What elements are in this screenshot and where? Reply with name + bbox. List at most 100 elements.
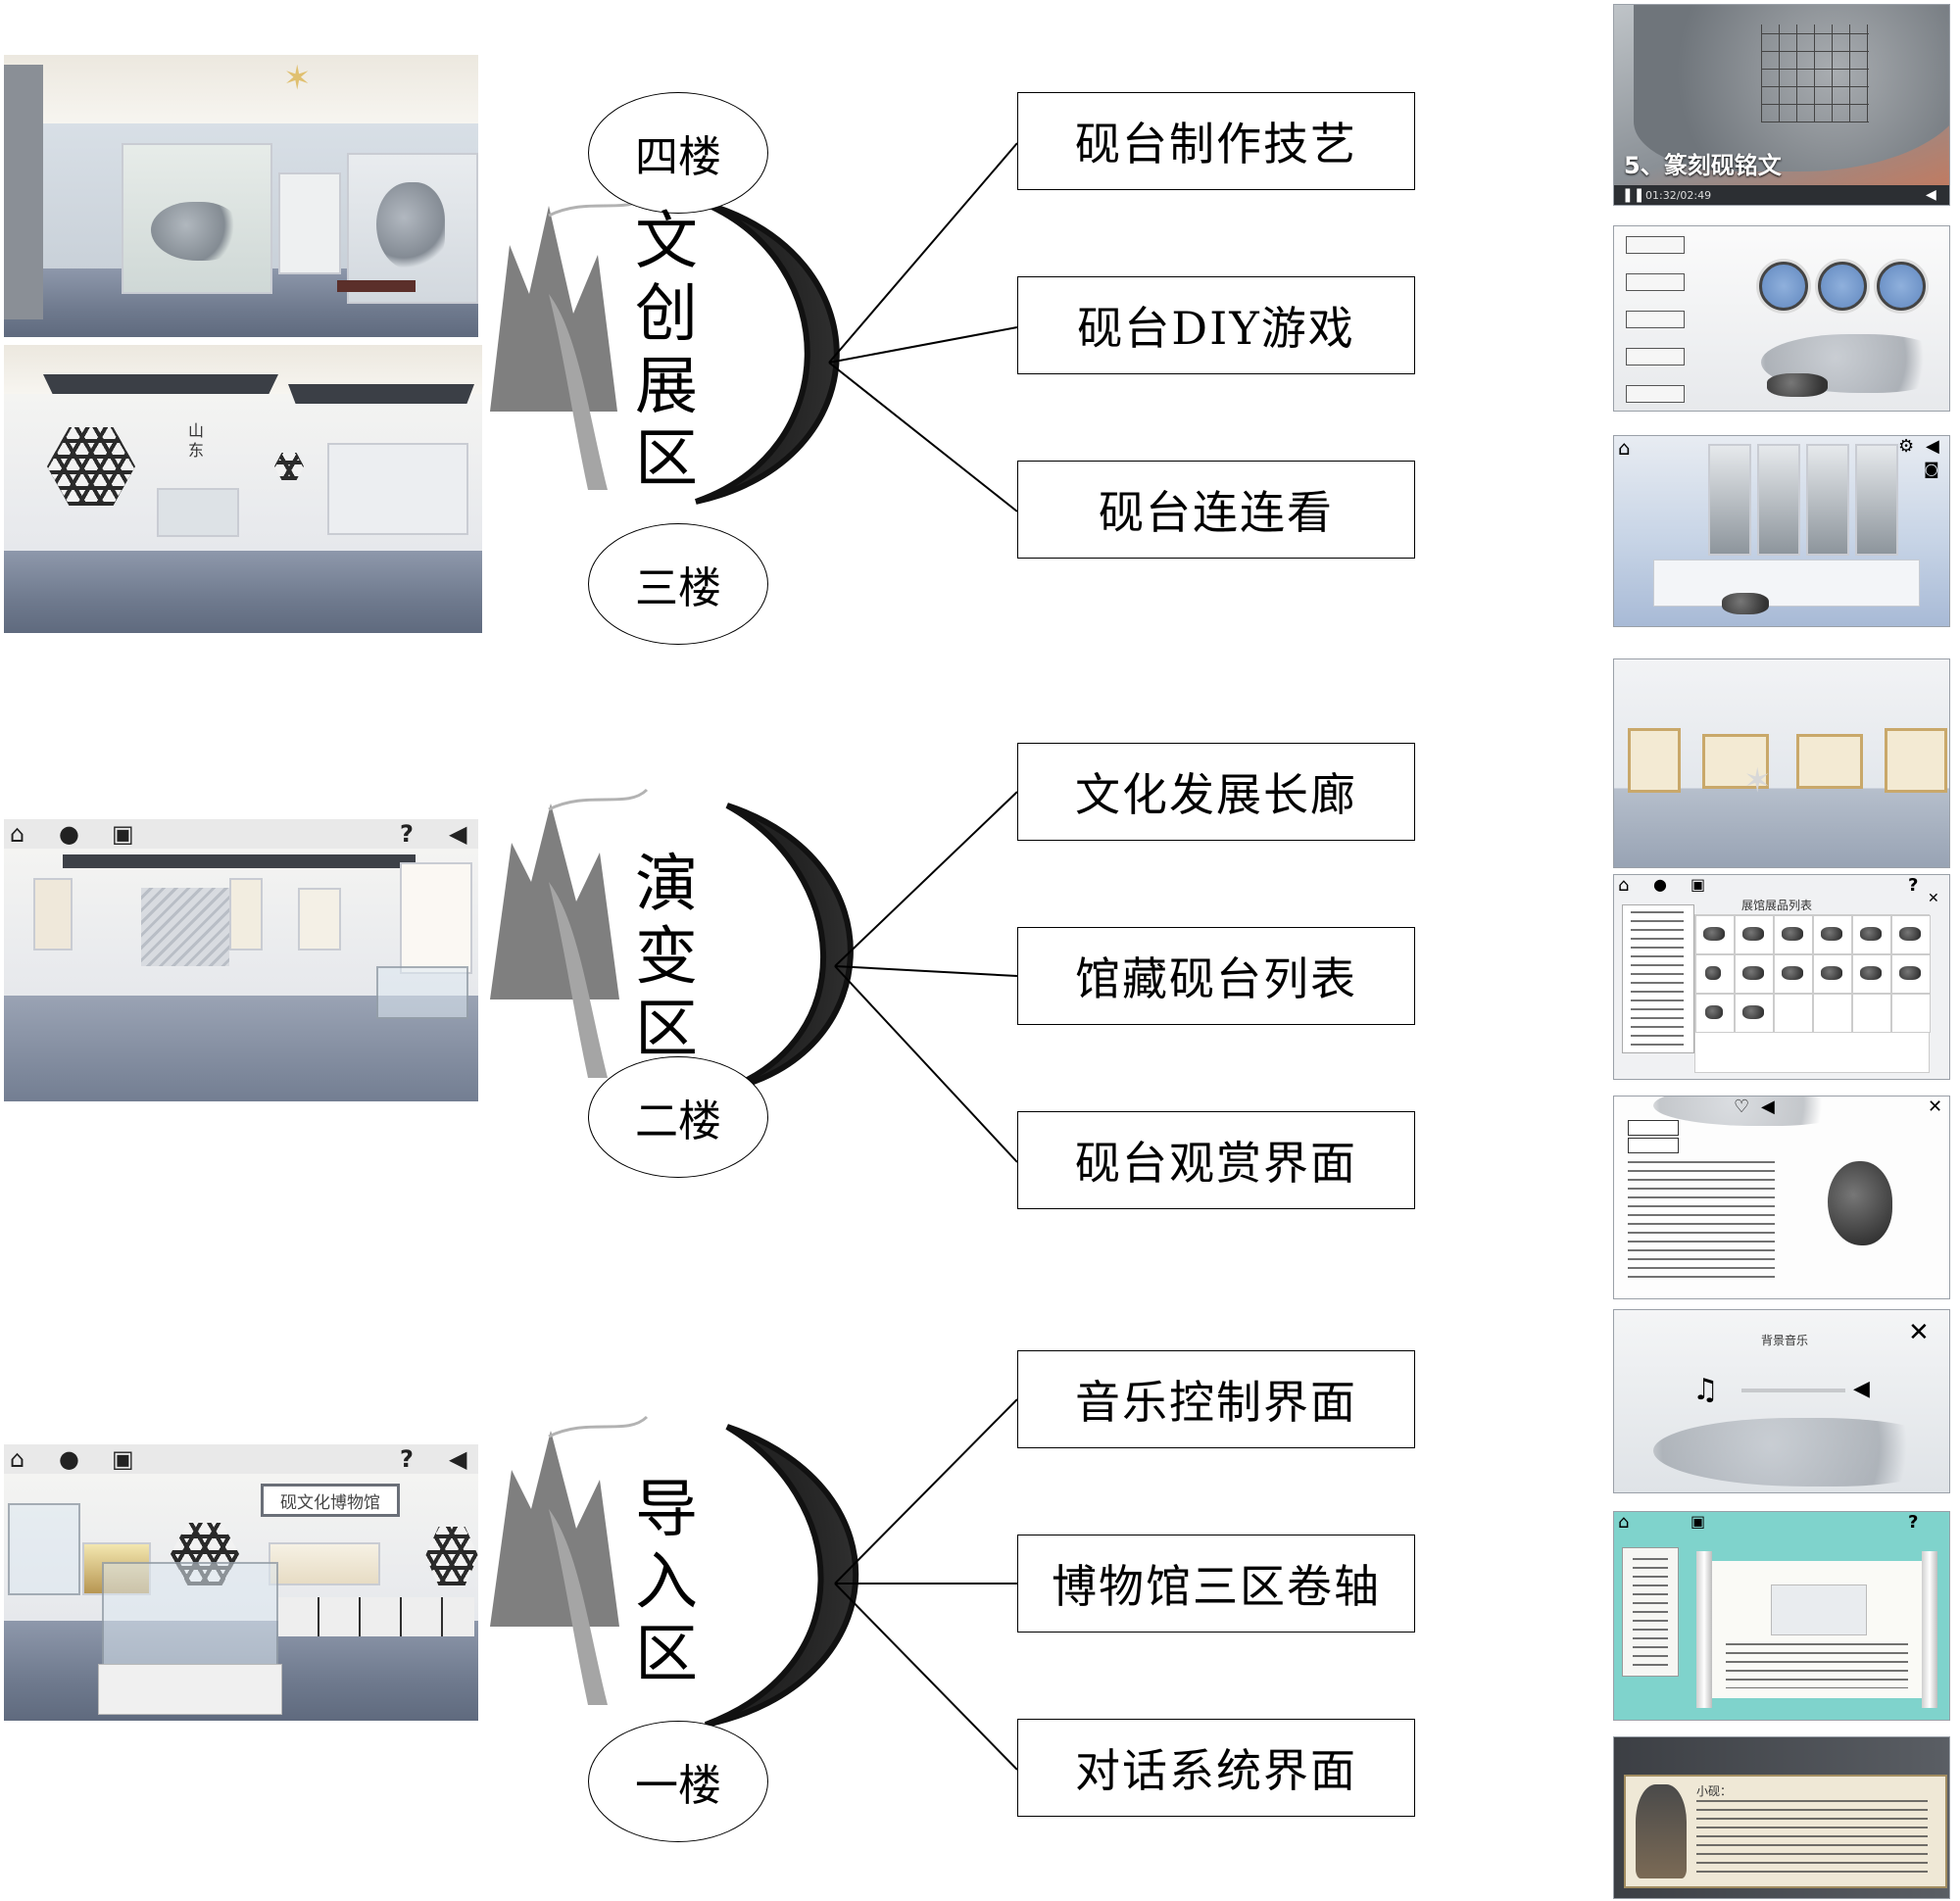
info-tab[interactable]	[1628, 1138, 1679, 1153]
thumb-collection-list: ⌂ ● ▣ ? ✕ 展馆展品列表	[1613, 874, 1950, 1080]
home-icon[interactable]: ⌂	[10, 820, 25, 848]
glass-showcase	[102, 1562, 278, 1682]
collection-item[interactable]	[1899, 927, 1921, 941]
calligraphy-scroll	[400, 862, 472, 974]
staircase	[141, 888, 229, 966]
inkstone-icon[interactable]: ●	[59, 1445, 79, 1473]
map-icon[interactable]: ▣	[112, 1445, 134, 1473]
display-case-left	[8, 1503, 80, 1595]
speaker-icon[interactable]: ◀	[1926, 436, 1939, 457]
video-control-bar: ❚❚ 01:32/02:49 ◀	[1614, 185, 1949, 205]
help-icon[interactable]: ?	[400, 820, 414, 848]
ink-arc-intro	[704, 1424, 859, 1728]
scene-floor4-hall: ✶	[4, 55, 478, 337]
feature-music-control: 音乐控制界面	[1017, 1350, 1415, 1448]
dialogue-box: 小砚：	[1624, 1775, 1947, 1888]
collection-item[interactable]	[1782, 966, 1803, 980]
settings-icon[interactable]: ⚙	[1898, 436, 1915, 457]
thumb-museum-scroll: ⌂ ▣ ?	[1613, 1511, 1950, 1721]
collection-item[interactable]	[1705, 1005, 1723, 1019]
collection-item[interactable]	[1821, 927, 1842, 941]
speaker-icon[interactable]: ◀	[449, 1445, 467, 1473]
menu-button-4[interactable]	[1626, 348, 1685, 366]
zone-evolution-char-1: 演	[635, 849, 698, 921]
close-icon[interactable]: ✕	[1928, 891, 1939, 906]
scroll-rod-left	[1696, 1551, 1712, 1708]
ink-choice-1[interactable]	[1759, 262, 1808, 311]
close-icon[interactable]: ✕	[1908, 1318, 1930, 1347]
display-wall	[327, 443, 468, 535]
collection-item[interactable]	[1860, 966, 1882, 980]
floor-label-4: 四楼	[588, 92, 768, 214]
ink-choice-2[interactable]	[1818, 262, 1867, 311]
collection-item[interactable]	[1821, 966, 1842, 980]
map-icon[interactable]: ▣	[112, 820, 134, 848]
zone-intro-char-3: 区	[635, 1619, 698, 1691]
ink-arc-creative	[695, 201, 840, 505]
help-icon[interactable]: ?	[400, 1445, 414, 1473]
speaker-icon[interactable]: ◀	[1761, 1097, 1775, 1117]
volume-icon[interactable]: ◀	[1853, 1377, 1870, 1401]
painting-3	[298, 888, 341, 950]
zone-intro-char-1: 导	[635, 1474, 698, 1546]
map-icon[interactable]: ▣	[1690, 1512, 1706, 1531]
inkstone-model[interactable]	[1767, 373, 1828, 397]
home-icon[interactable]: ⌂	[1618, 1512, 1630, 1533]
collection-item[interactable]	[1742, 966, 1764, 980]
zone-intro-char-2: 入	[635, 1546, 698, 1619]
menu-button-2[interactable]	[1626, 273, 1685, 291]
collection-item[interactable]	[1742, 927, 1764, 941]
menu-button-3[interactable]	[1626, 311, 1685, 328]
wall-inscription: 山东	[151, 414, 239, 502]
info-tab-active[interactable]	[1628, 1120, 1679, 1136]
help-icon[interactable]: ?	[1908, 1512, 1919, 1533]
zone-creative-char-3: 展	[635, 351, 698, 423]
volume-icon[interactable]: ◀	[1926, 187, 1936, 203]
inkstone-3d-model[interactable]	[1828, 1161, 1892, 1245]
collection-item[interactable]	[1899, 966, 1921, 980]
thumb-music-control: 背景音乐 ✕ ♫ ◀	[1613, 1309, 1950, 1493]
menu-button-1[interactable]	[1626, 236, 1685, 254]
scene-floor3-hall: 山东	[4, 345, 482, 633]
display-case	[376, 966, 468, 1019]
collection-item[interactable]	[1782, 927, 1803, 941]
character-portrait	[1636, 1784, 1687, 1878]
home-icon[interactable]: ⌂	[1618, 436, 1631, 460]
feature-inkstone-viewing: 砚台观赏界面	[1017, 1111, 1415, 1209]
ceiling-lamp-icon: ✶	[283, 59, 312, 98]
collection-item[interactable]	[1703, 927, 1725, 941]
collection-item[interactable]	[1860, 927, 1882, 941]
inkstone-icon[interactable]: ●	[59, 820, 79, 848]
video-time: 01:32/02:49	[1645, 189, 1712, 202]
close-icon[interactable]: ✕	[1928, 1097, 1943, 1117]
favorite-icon[interactable]: ♡	[1734, 1097, 1750, 1117]
menu-button-5[interactable]	[1626, 385, 1685, 403]
painting-1	[33, 878, 73, 950]
feature-museum-scroll: 博物馆三区卷轴	[1017, 1535, 1415, 1633]
home-icon[interactable]: ⌂	[10, 1445, 25, 1473]
dialogue-text	[1696, 1800, 1928, 1875]
ink-choice-3[interactable]	[1877, 262, 1926, 311]
zone-creative-char-4: 区	[635, 423, 698, 496]
help-icon[interactable]: ?	[1908, 875, 1919, 896]
ceiling-beam	[63, 854, 416, 868]
music-title: 背景音乐	[1761, 1334, 1809, 1347]
pause-icon[interactable]: ❚❚	[1622, 187, 1645, 203]
museum-sign: 砚文化博物馆	[261, 1484, 400, 1517]
collection-item[interactable]	[1705, 966, 1721, 980]
zone-creative-char-1: 文	[635, 206, 698, 278]
speaker-icon[interactable]: ◀	[449, 820, 467, 848]
scroll-paper	[1712, 1561, 1922, 1698]
display-table	[337, 280, 416, 292]
thumb-craft-video: 5、篆刻砚铭文 ❚❚ 01:32/02:49 ◀	[1613, 4, 1950, 206]
inkstone-piece[interactable]	[1722, 593, 1769, 614]
volume-slider-track[interactable]	[1741, 1389, 1845, 1392]
collection-item[interactable]	[1742, 1005, 1764, 1019]
map-icon[interactable]: ▣	[1690, 875, 1706, 894]
feature-inkstone-diy-game: 砚台DIY游戏	[1017, 276, 1415, 374]
screen-panel-3	[1806, 444, 1849, 556]
home-icon[interactable]: ⌂	[1618, 875, 1630, 896]
inkstone-icon[interactable]: ●	[1653, 875, 1667, 894]
camera-icon[interactable]: ◙	[1924, 460, 1939, 478]
